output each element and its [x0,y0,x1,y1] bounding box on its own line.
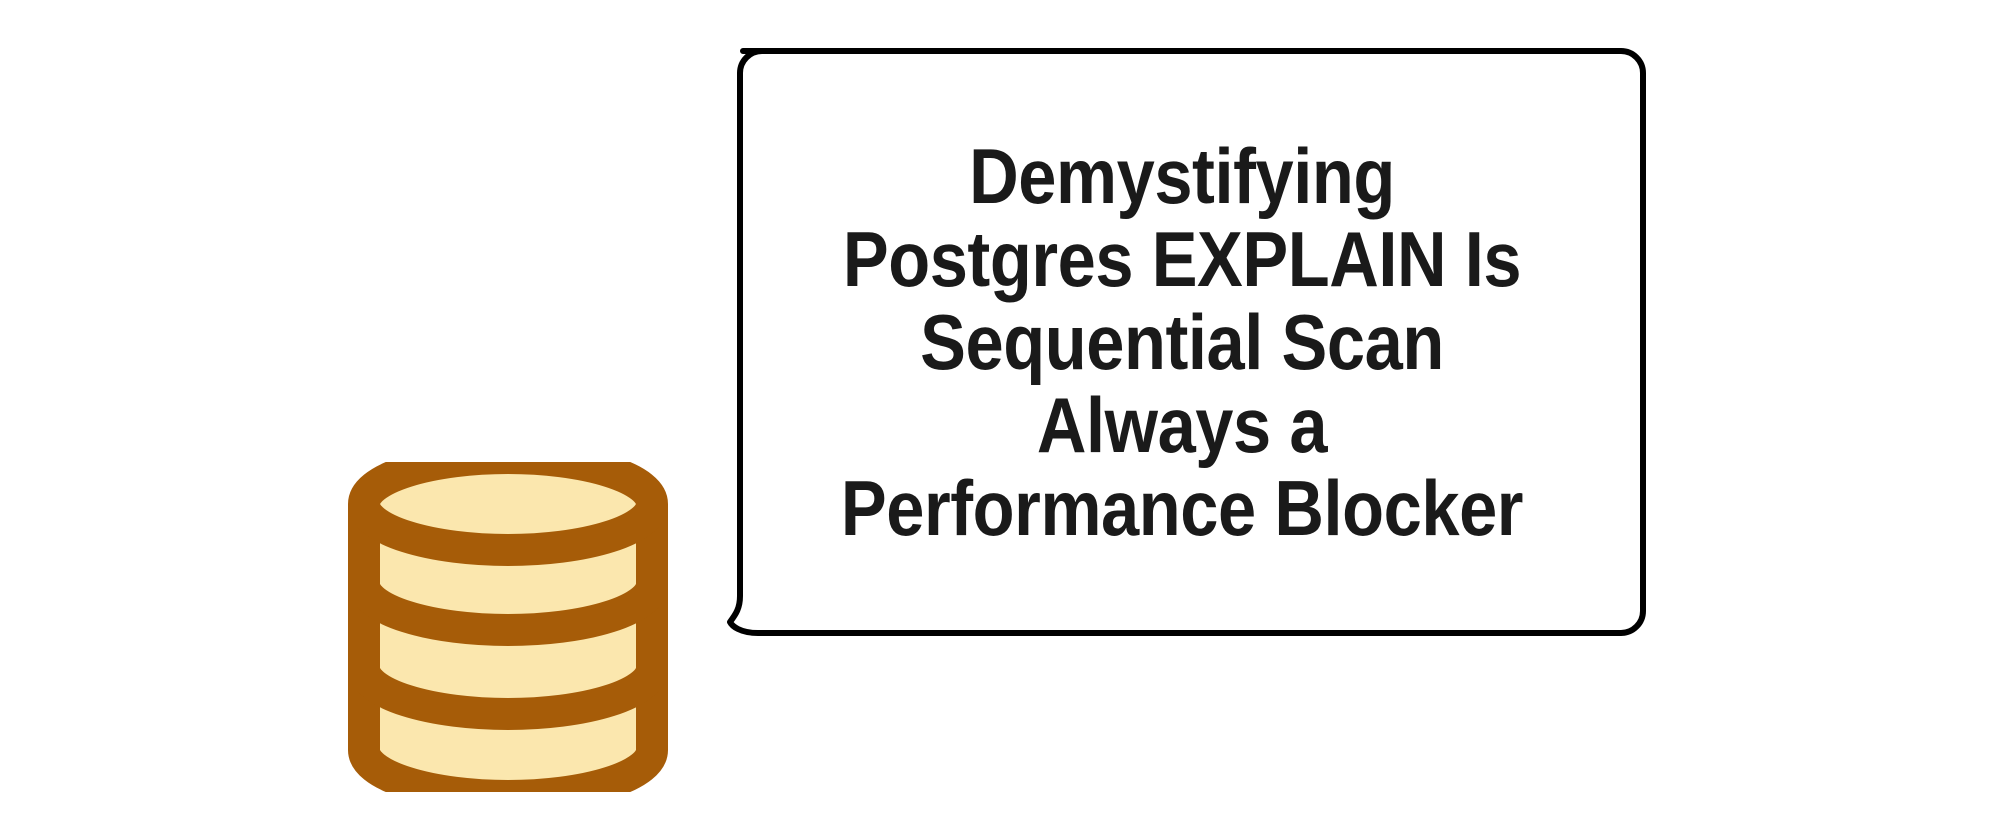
cylinder-top-ellipse [348,462,668,566]
cylinder-divider-band-2 [348,666,668,730]
cylinder-divider-band-1 [348,582,668,646]
speech-bubble-outline [727,48,1646,636]
speech-bubble: Demystifying Postgres EXPLAIN Is Sequent… [718,48,1646,648]
database-cylinder-icon [348,462,668,792]
cylinder-body-outline [348,504,668,792]
